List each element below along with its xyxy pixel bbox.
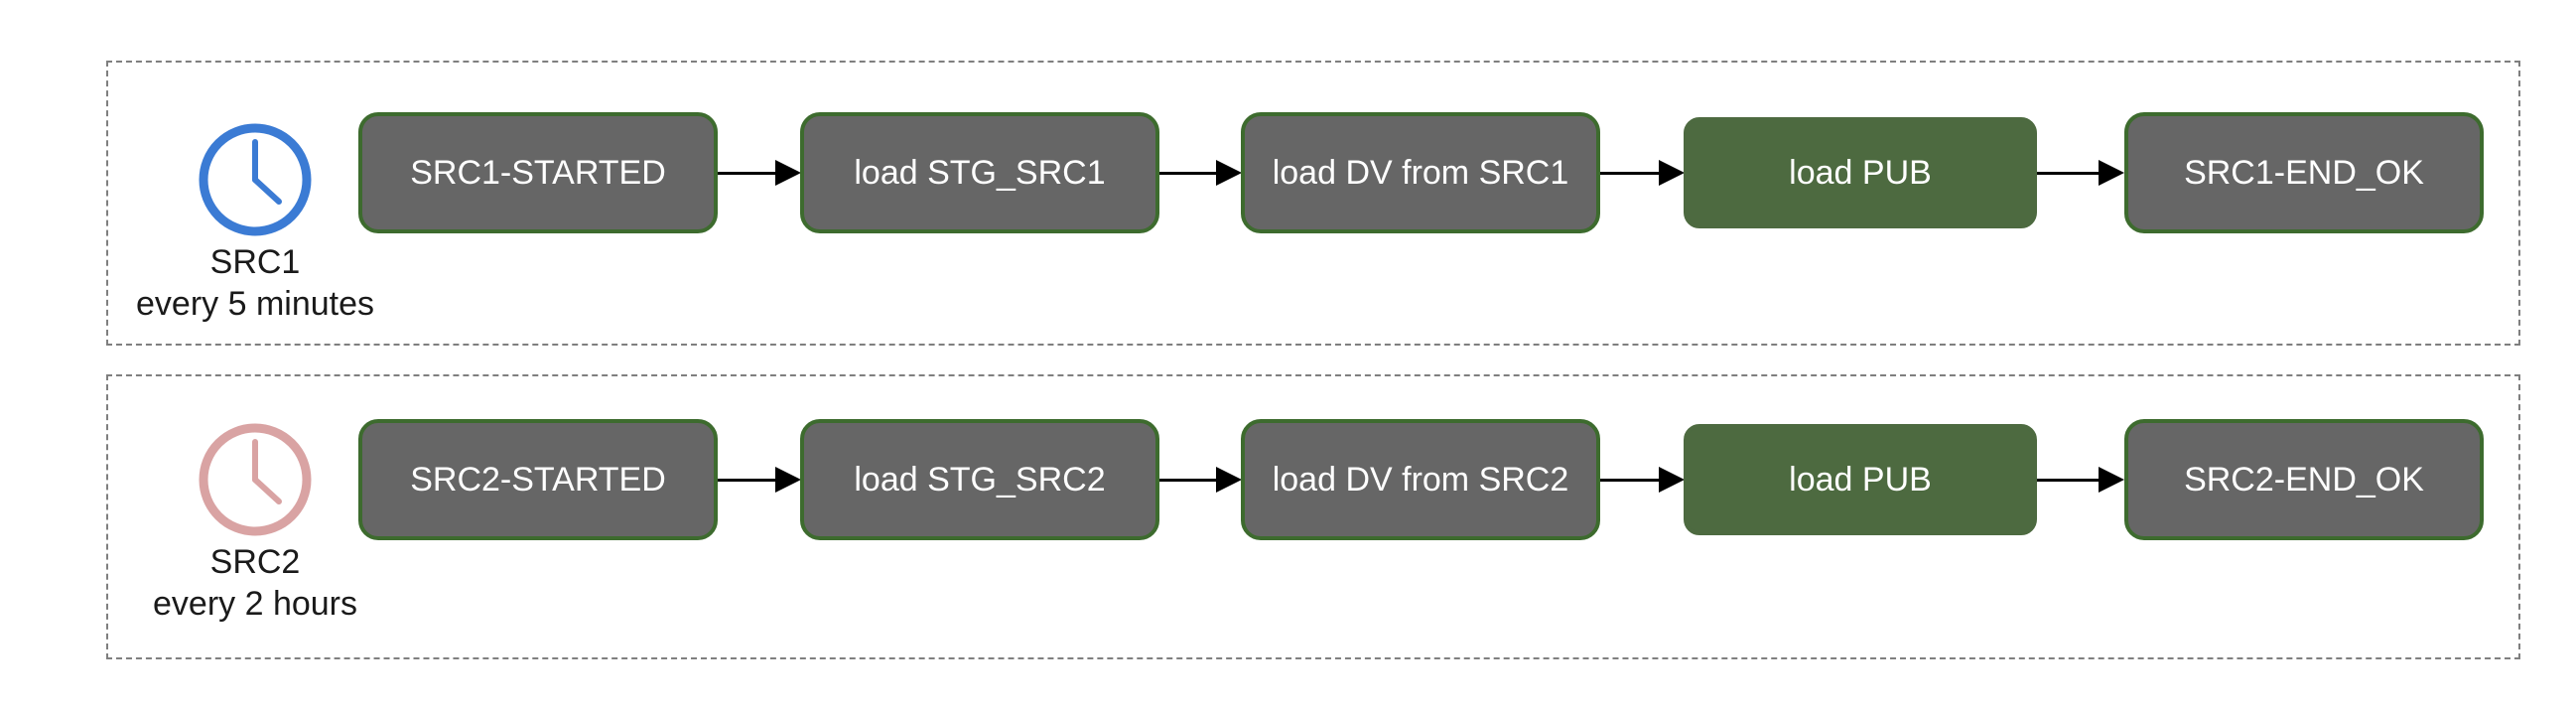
step-src1-started[interactable]: SRC1-STARTED xyxy=(358,112,718,233)
clock-icon xyxy=(199,423,312,536)
schedule-src1: SRC1 every 5 minutes xyxy=(111,122,399,325)
clock-icon xyxy=(199,123,312,236)
step-label: load PUB xyxy=(1789,460,1932,499)
step-load-stg-src2[interactable]: load STG_SRC2 xyxy=(800,419,1159,540)
step-load-dv-src2[interactable]: load DV from SRC2 xyxy=(1241,419,1600,540)
step-label: load DV from SRC2 xyxy=(1272,460,1569,499)
step-label: load STG_SRC2 xyxy=(854,460,1106,499)
step-src2-started[interactable]: SRC2-STARTED xyxy=(358,419,718,540)
step-label: SRC1-STARTED xyxy=(410,153,666,192)
step-label: load PUB xyxy=(1789,153,1932,192)
step-label: load DV from SRC1 xyxy=(1272,153,1569,192)
schedule-label: every 5 minutes xyxy=(136,285,374,323)
step-load-pub-src1[interactable]: load PUB xyxy=(1684,117,2037,228)
step-label: load STG_SRC1 xyxy=(854,153,1106,192)
step-label: SRC2-END_OK xyxy=(2184,460,2424,499)
pipeline-lane-src1 xyxy=(106,61,2520,346)
step-label: SRC1-END_OK xyxy=(2184,153,2424,192)
schedule-label: every 2 hours xyxy=(153,585,357,623)
source-label: SRC1 xyxy=(209,243,301,281)
pipeline-lane-src2 xyxy=(106,374,2520,659)
step-src2-end-ok[interactable]: SRC2-END_OK xyxy=(2124,419,2484,540)
step-load-pub-src2[interactable]: load PUB xyxy=(1684,424,2037,535)
source-label: SRC2 xyxy=(209,543,301,581)
step-label: SRC2-STARTED xyxy=(410,460,666,499)
step-load-stg-src1[interactable]: load STG_SRC1 xyxy=(800,112,1159,233)
step-src1-end-ok[interactable]: SRC1-END_OK xyxy=(2124,112,2484,233)
step-load-dv-src1[interactable]: load DV from SRC1 xyxy=(1241,112,1600,233)
schedule-src2: SRC2 every 2 hours xyxy=(111,422,399,625)
